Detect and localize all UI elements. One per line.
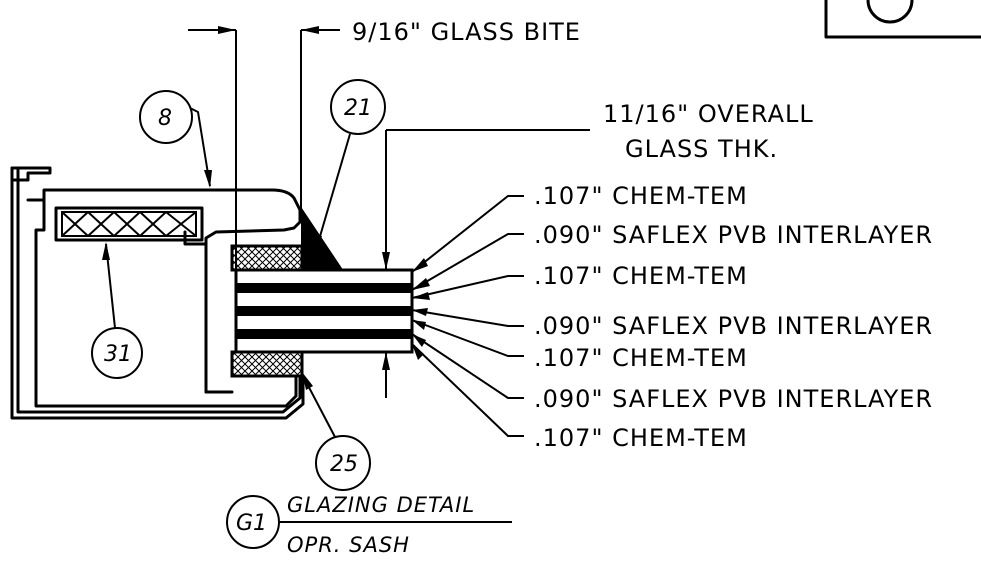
layer-label-4: .090" SAFLEX PVB INTERLAYER [534, 312, 933, 340]
overall-thickness-dimension: 11/16" OVERALL GLASS THK. [382, 100, 814, 398]
detail-title-block: G1 GLAZING DETAIL OPR. SASH [226, 493, 512, 557]
callout-21-label: 21 [344, 96, 372, 121]
glazing-bead-block [54, 206, 204, 242]
structural-sealant [301, 206, 344, 271]
layer-leaders [411, 195, 524, 437]
layer-label-5: .107" CHEM-TEM [534, 344, 748, 372]
callout-31-label: 31 [104, 342, 132, 367]
layer-label-3: .107" CHEM-TEM [534, 262, 748, 290]
callout-8-label: 8 [158, 106, 172, 131]
overall-thickness-line2: GLASS THK. [625, 135, 778, 163]
layer-labels: .107" CHEM-TEM .090" SAFLEX PVB INTERLAY… [534, 182, 933, 452]
detail-subtitle: OPR. SASH [287, 533, 410, 557]
bottom-setting-block [230, 350, 304, 378]
laminated-glass [234, 268, 414, 354]
layer-label-7: .107" CHEM-TEM [534, 424, 748, 452]
callout-8: 8 [139, 90, 212, 188]
glass-bite-dimension: 9/16" GLASS BITE [188, 18, 581, 270]
overall-thickness-line1: 11/16" OVERALL [603, 100, 814, 128]
callout-21: 21 [314, 79, 386, 252]
adjacent-detail-fragment [824, 0, 981, 39]
detail-title: GLAZING DETAIL [287, 493, 475, 517]
callout-25-label: 25 [330, 452, 358, 477]
glass-bite-label: 9/16" GLASS BITE [352, 18, 581, 46]
detail-tag: G1 [236, 511, 267, 536]
callout-25: 25 [301, 372, 371, 491]
callout-31: 31 [91, 242, 143, 379]
layer-label-6: .090" SAFLEX PVB INTERLAYER [534, 385, 933, 413]
layer-label-1: .107" CHEM-TEM [534, 182, 748, 210]
layer-label-2: .090" SAFLEX PVB INTERLAYER [534, 221, 933, 249]
top-setting-block [230, 244, 304, 272]
